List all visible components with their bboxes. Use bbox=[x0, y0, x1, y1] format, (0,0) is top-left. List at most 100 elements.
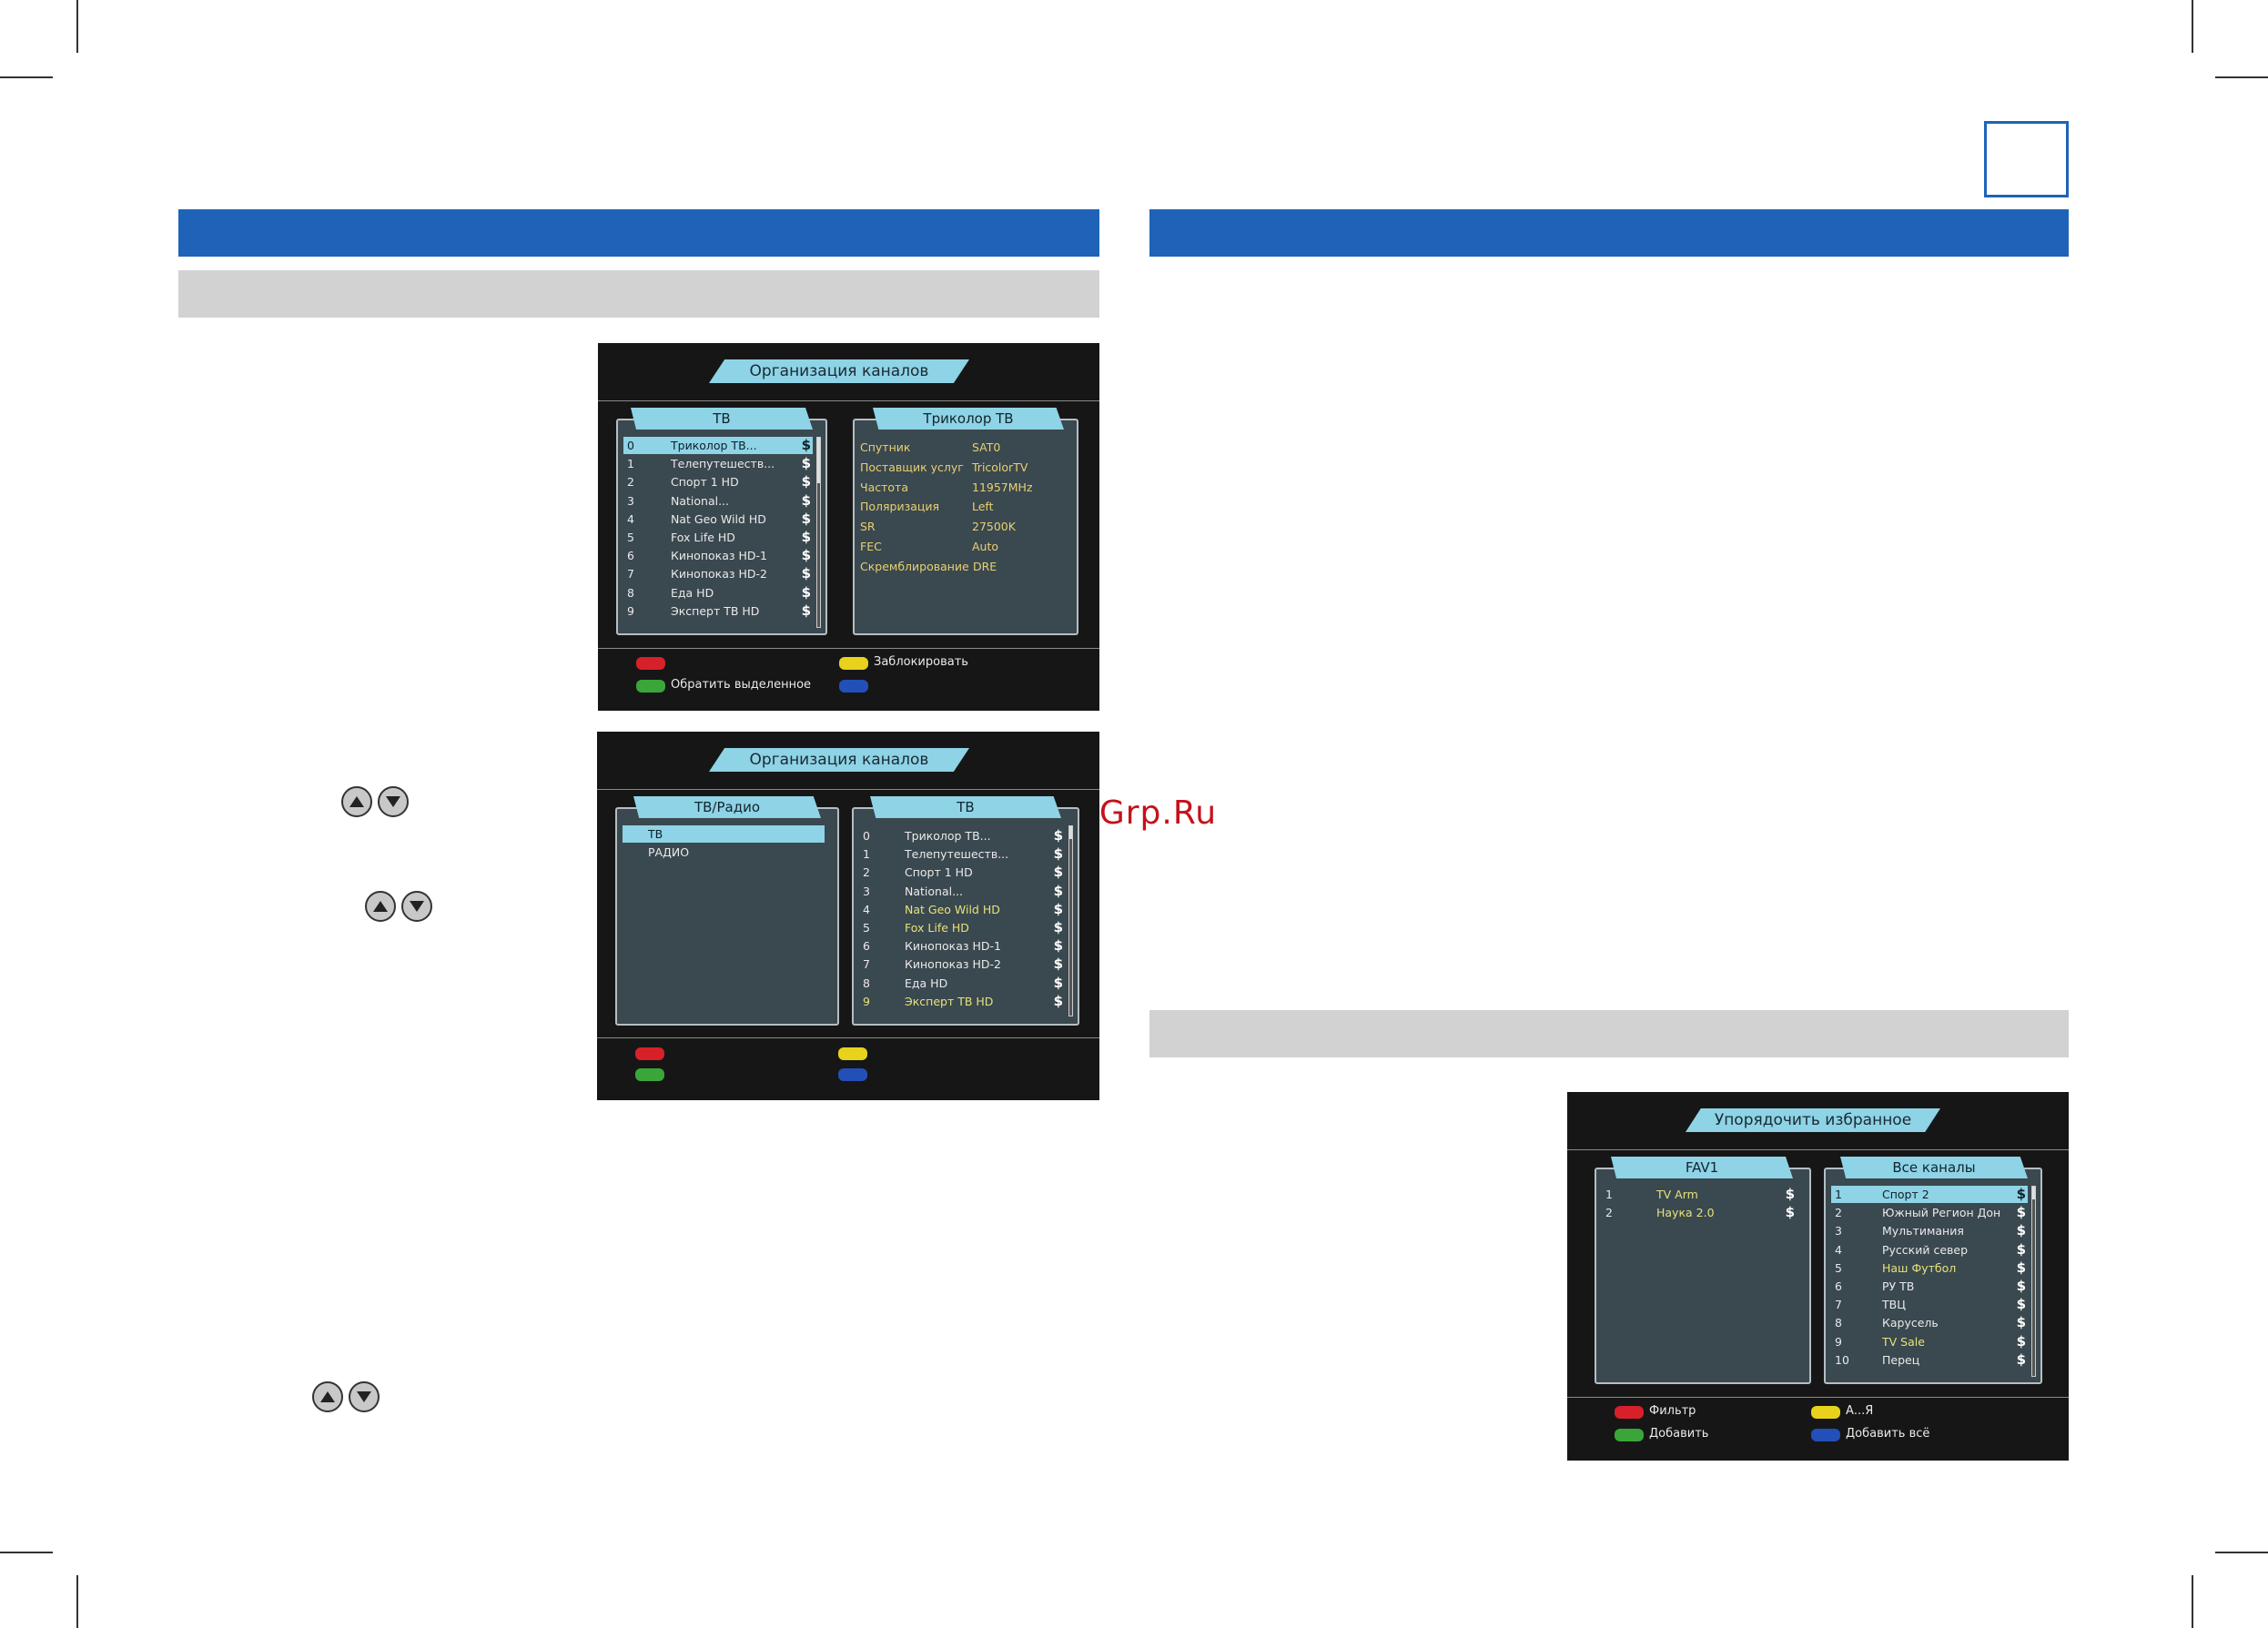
channel-name: Карусель bbox=[1882, 1316, 1939, 1330]
paid-channel-icon: $ bbox=[2016, 1222, 2026, 1239]
channel-number: 9 bbox=[863, 994, 870, 1008]
channel-row[interactable]: 3 National... $ bbox=[859, 883, 1065, 900]
paid-channel-icon: $ bbox=[2016, 1186, 2026, 1202]
scrollbar[interactable] bbox=[2031, 1186, 2036, 1377]
paid-channel-icon: $ bbox=[1053, 827, 1063, 844]
blue-key-icon bbox=[1811, 1429, 1840, 1441]
screen-title: Организация каналов bbox=[709, 359, 969, 383]
channel-number: 3 bbox=[863, 884, 870, 898]
info-key: FEC bbox=[860, 540, 882, 553]
channel-name: Fox Life HD bbox=[905, 921, 969, 935]
green-key-icon bbox=[1615, 1429, 1644, 1441]
paid-channel-icon: $ bbox=[801, 583, 811, 601]
channel-number: 7 bbox=[863, 957, 870, 972]
group-name: ТВ bbox=[648, 827, 663, 841]
channel-name: РУ ТВ bbox=[1882, 1279, 1915, 1293]
channel-number: 0 bbox=[863, 829, 870, 843]
nav-arrows bbox=[365, 891, 432, 922]
crop-mark bbox=[2192, 1575, 2193, 1628]
info-key: Спутник bbox=[860, 440, 911, 454]
channel-name: Еда HD bbox=[905, 976, 948, 990]
crop-mark bbox=[76, 1575, 78, 1628]
red-key-label: Фильтр bbox=[1649, 1404, 1696, 1418]
scrollbar[interactable] bbox=[1068, 825, 1073, 1016]
group-item[interactable]: ТВ bbox=[623, 825, 825, 843]
divider bbox=[597, 1037, 1099, 1038]
channel-name: National... bbox=[905, 884, 964, 898]
paid-channel-icon: $ bbox=[801, 602, 811, 619]
channel-name: Триколор ТВ... bbox=[905, 829, 991, 843]
up-arrow-icon bbox=[312, 1381, 343, 1412]
paid-channel-icon: $ bbox=[1053, 882, 1063, 899]
channel-row[interactable]: 0 Триколор ТВ... $ bbox=[859, 827, 1065, 844]
paid-channel-icon: $ bbox=[801, 455, 811, 472]
paid-channel-icon: $ bbox=[801, 510, 811, 527]
up-arrow-icon bbox=[365, 891, 396, 922]
yellow-key-icon bbox=[838, 1047, 867, 1060]
channel-name: Русский север bbox=[1882, 1242, 1969, 1257]
paid-channel-icon: $ bbox=[1053, 992, 1063, 1009]
channel-name: Южный Регион Дон bbox=[1882, 1206, 2001, 1220]
channel-name: Телепутешеств... bbox=[671, 457, 775, 471]
panel-tab: ТВ bbox=[870, 796, 1061, 818]
channel-name: Fox Life HD bbox=[671, 531, 735, 544]
scrollbar[interactable] bbox=[816, 437, 821, 628]
info-key: Поляризация bbox=[860, 500, 940, 514]
channel-name: Эксперт ТВ HD bbox=[671, 603, 760, 618]
panel-tab: FAV1 bbox=[1611, 1157, 1793, 1178]
page-number-box bbox=[1984, 121, 2069, 197]
group-name: РАДИО bbox=[648, 845, 690, 859]
channel-number: 9 bbox=[1835, 1334, 1842, 1349]
channel-number: 1 bbox=[1605, 1188, 1613, 1201]
green-key-label: Добавить bbox=[1649, 1427, 1709, 1441]
paid-channel-icon: $ bbox=[1053, 937, 1063, 955]
group-item[interactable]: РАДИО bbox=[623, 844, 825, 861]
channel-number: 6 bbox=[627, 549, 634, 563]
paid-channel-icon: $ bbox=[1053, 900, 1063, 917]
paid-channel-icon: $ bbox=[2016, 1259, 2026, 1276]
channel-name: Кинопоказ HD-2 bbox=[671, 567, 767, 581]
down-arrow-icon bbox=[349, 1381, 380, 1412]
channel-number: 6 bbox=[1835, 1279, 1842, 1293]
down-arrow-icon bbox=[401, 891, 432, 922]
green-key-label: Обратить выделенное bbox=[671, 678, 812, 692]
channel-number: 1 bbox=[1835, 1188, 1842, 1201]
channel-number: 2 bbox=[627, 475, 634, 490]
